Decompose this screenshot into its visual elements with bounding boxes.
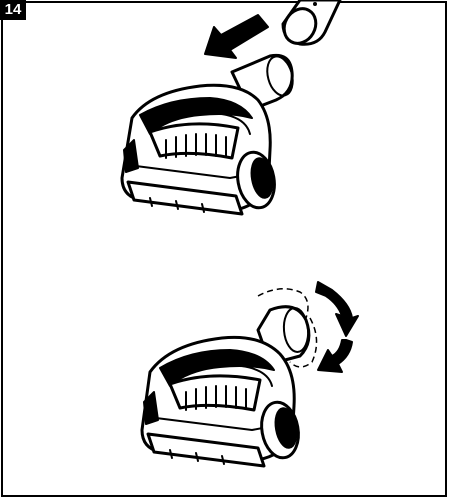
turbo-brush-nozzle <box>142 307 310 466</box>
rotate-arrows-icon <box>316 282 358 372</box>
hose-tube <box>278 0 340 49</box>
arrow-icon <box>205 15 268 58</box>
turbo-brush-nozzle <box>122 54 297 214</box>
